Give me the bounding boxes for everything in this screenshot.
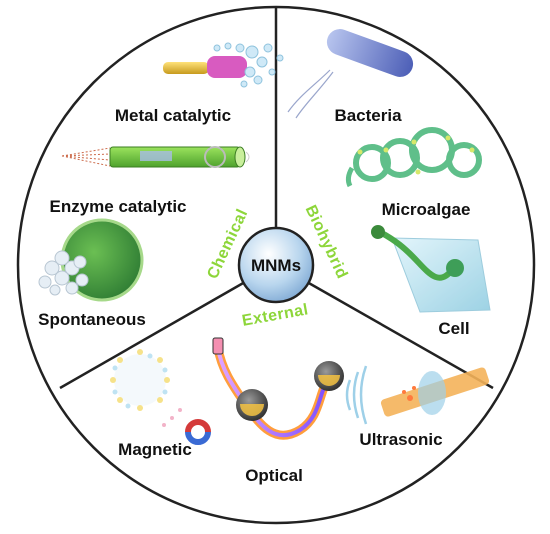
enzyme-catalytic-illustration bbox=[61, 146, 250, 168]
divider-left bbox=[59, 280, 246, 390]
core-circle bbox=[237, 226, 315, 304]
label-ultrasonic: Ultrasonic bbox=[359, 430, 442, 449]
label-spontaneous: Spontaneous bbox=[38, 310, 146, 329]
metal-catalytic-illustration bbox=[163, 42, 284, 88]
microalgae-dots bbox=[357, 135, 475, 175]
label-enzyme-catalytic: Enzyme catalytic bbox=[49, 197, 186, 216]
ultrasonic-illustration bbox=[345, 365, 490, 425]
label-metal-catalytic: Metal catalytic bbox=[115, 106, 231, 125]
label-cell: Cell bbox=[438, 319, 469, 338]
optical-illustration bbox=[212, 337, 344, 440]
cell-illustration bbox=[371, 225, 491, 313]
bacteria-illustration bbox=[287, 29, 414, 119]
magnetic-illustration bbox=[110, 349, 211, 445]
spontaneous-illustration bbox=[38, 218, 144, 302]
label-magnetic: Magnetic bbox=[118, 440, 192, 459]
divider-right bbox=[306, 280, 494, 390]
microalgae-illustration bbox=[345, 127, 482, 188]
label-optical: Optical bbox=[245, 466, 303, 485]
label-bacteria: Bacteria bbox=[334, 106, 402, 125]
core-label: MNMs bbox=[251, 256, 301, 275]
label-microalgae: Microalgae bbox=[382, 200, 471, 219]
